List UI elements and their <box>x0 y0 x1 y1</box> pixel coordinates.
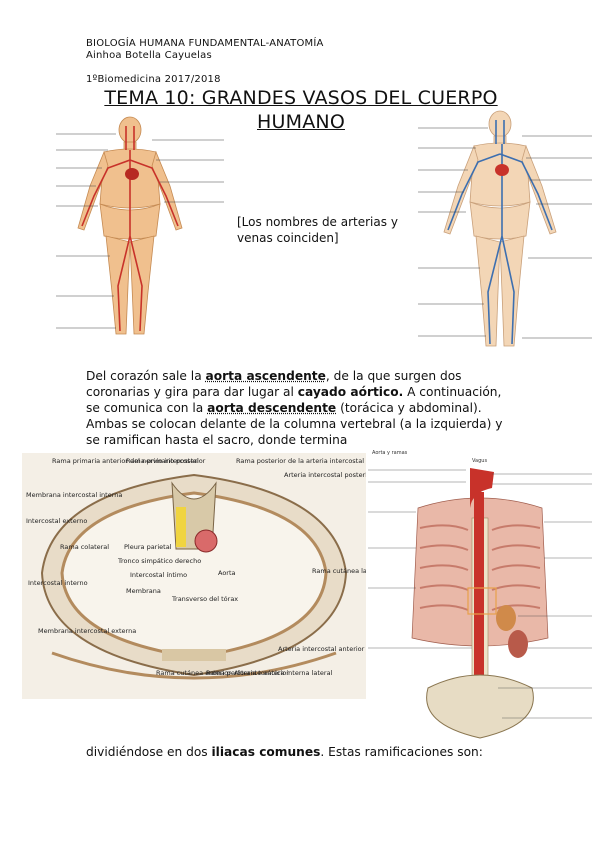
thorax-label: Intercostal interno <box>28 579 88 587</box>
thorax-label: Arteria torácica interna lateral <box>234 669 333 677</box>
thorax-label: Rama cutánea anterior <box>156 669 231 677</box>
thorax-label: Rama posterior de la arteria intercostal… <box>236 457 366 465</box>
term-aorta-ascendente: aorta ascendente <box>205 369 326 383</box>
note-names-coincide: [Los nombres de arterias y venas coincid… <box>237 215 398 245</box>
term-aorta-descendente: aorta descendente <box>207 401 337 415</box>
header-year: 1ºBiomedicina 2017/2018 <box>86 74 221 85</box>
figure-caption: Aorta y ramas <box>372 450 408 456</box>
thorax-label: Membrana <box>126 587 161 595</box>
header-course: BIOLOGÍA HUMANA FUNDAMENTAL-ANATOMÍA <box>86 38 324 49</box>
thorax-label: Membrana intercostal externa <box>38 627 136 635</box>
thorax-label: Arteria intercostal posterior izquierda <box>284 471 366 479</box>
thorax-label: Rama cutánea lateral <box>312 567 366 575</box>
paragraph-aorta: Del corazón sale la aorta ascendente, de… <box>86 369 503 447</box>
thorax-label: Intercostal íntimo <box>130 571 187 579</box>
page-title-line1: TEMA 10: GRANDES VASOS DEL CUERPO <box>104 87 498 109</box>
thorax-label: Intercostal externo <box>26 517 87 525</box>
thorax-label: Rama colateral <box>60 543 109 551</box>
header-author: Ainhoa Botella Cayuelas <box>86 50 212 61</box>
term-cayado-aortico: cayado aórtico. <box>297 385 404 399</box>
term-iliacas-comunes: iliacas comunes <box>211 745 321 759</box>
thorax-cross-section-figure: Rama primaria anterior del nervio interc… <box>22 453 366 699</box>
vagus-label: Vagus <box>472 458 487 464</box>
venous-system-figure <box>418 108 592 352</box>
thorax-label: Pleura parietal <box>124 543 172 551</box>
aorta-branches-figure: Aorta y ramas Vagus <box>368 448 592 740</box>
thorax-label: Aorta <box>218 569 236 577</box>
thorax-label: Transverso del tórax <box>171 595 238 603</box>
thorax-label: Rama primario posterior <box>126 457 206 465</box>
thorax-label: Rama primaria anterior del nervio interc… <box>52 457 199 465</box>
thorax-label: Arteria intercostal anterior <box>278 645 365 653</box>
thorax-label: Membrana intercostal interna <box>26 491 122 499</box>
thorax-label: Rama perforante anterior <box>206 669 289 677</box>
arterial-system-figure <box>56 116 224 340</box>
page-title-line2: HUMANO <box>257 111 345 133</box>
thorax-label: Tronco simpático derecho <box>117 557 201 565</box>
paragraph-iliacas: dividiéndose en dos iliacas comunes. Est… <box>86 745 483 759</box>
